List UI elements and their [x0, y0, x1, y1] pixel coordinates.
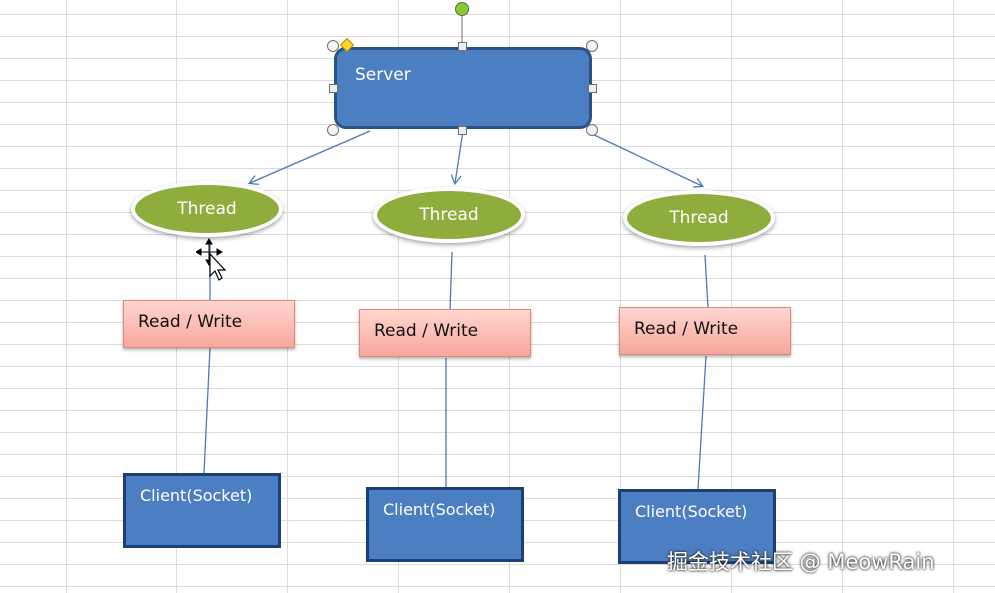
server-to-thread-3-arrow	[589, 132, 702, 186]
read-write-label: Read / Write	[634, 319, 739, 339]
grid-line	[0, 476, 995, 477]
rw-3-to-client-3-line	[697, 355, 707, 490]
grid-line	[842, 0, 843, 593]
resize-handle-bottom[interactable]	[458, 126, 467, 135]
grid-line	[0, 36, 995, 37]
grid-line	[731, 0, 732, 593]
grid-line	[0, 14, 995, 15]
client-socket-label: Client(Socket)	[140, 486, 253, 505]
grid-line	[398, 0, 399, 593]
grid-line	[0, 454, 995, 455]
rw-1-to-client-1-line	[203, 347, 211, 474]
grid-line	[0, 586, 995, 587]
thread-node[interactable]: Thread	[623, 190, 775, 246]
resize-handle-bottom-right[interactable]	[586, 124, 598, 136]
grid-line	[0, 564, 995, 565]
resize-handle-top-left[interactable]	[327, 40, 339, 52]
grid-line	[0, 410, 995, 411]
watermark: 掘金技术社区 @ MeowRain	[667, 550, 935, 574]
client-socket-box[interactable]: Client(Socket)	[123, 473, 281, 548]
client-socket-label: Client(Socket)	[635, 502, 748, 521]
grid-line	[287, 0, 288, 593]
client-socket-box[interactable]: Client(Socket)	[366, 487, 524, 562]
client-socket-label: Client(Socket)	[383, 500, 496, 519]
read-write-box[interactable]: Read / Write	[123, 300, 295, 348]
read-write-label: Read / Write	[138, 312, 243, 332]
grid-line	[66, 0, 67, 593]
thread-label: Thread	[669, 208, 729, 228]
resize-handle-top[interactable]	[458, 42, 467, 51]
resize-handle-bottom-left[interactable]	[327, 124, 339, 136]
server-to-thread-2-arrow	[455, 130, 464, 183]
thread-2-to-rw-2-line	[449, 251, 453, 311]
grid-line	[0, 190, 995, 191]
resize-handle-right[interactable]	[588, 84, 597, 93]
read-write-box[interactable]: Read / Write	[359, 309, 531, 357]
resize-handle-left[interactable]	[329, 84, 338, 93]
server-label: Server	[355, 65, 411, 85]
server-box[interactable]: Server	[334, 47, 592, 129]
resize-handle-top-right[interactable]	[586, 40, 598, 52]
grid-line	[0, 300, 995, 301]
move-cursor-icon	[196, 238, 227, 281]
grid-line	[0, 278, 995, 279]
grid-line	[0, 256, 995, 257]
grid-line	[176, 0, 177, 593]
read-write-box[interactable]: Read / Write	[619, 307, 791, 355]
read-write-label: Read / Write	[374, 321, 479, 341]
thread-label: Thread	[419, 205, 479, 225]
grid-line	[0, 168, 995, 169]
grid-line	[620, 0, 621, 593]
grid-line	[0, 388, 995, 389]
rotate-handle[interactable]	[455, 2, 469, 16]
grid-line	[0, 146, 995, 147]
grid-line	[509, 0, 510, 593]
thread-3-to-rw-3-line	[704, 254, 709, 309]
thread-node[interactable]: Thread	[131, 181, 283, 237]
thread-label: Thread	[177, 199, 237, 219]
grid-line	[0, 366, 995, 367]
client-socket-box[interactable]: Client(Socket)	[618, 489, 776, 564]
grid-line	[0, 432, 995, 433]
server-to-thread-1-arrow	[250, 130, 371, 183]
grid-line	[953, 0, 954, 593]
thread-node[interactable]: Thread	[373, 187, 525, 243]
